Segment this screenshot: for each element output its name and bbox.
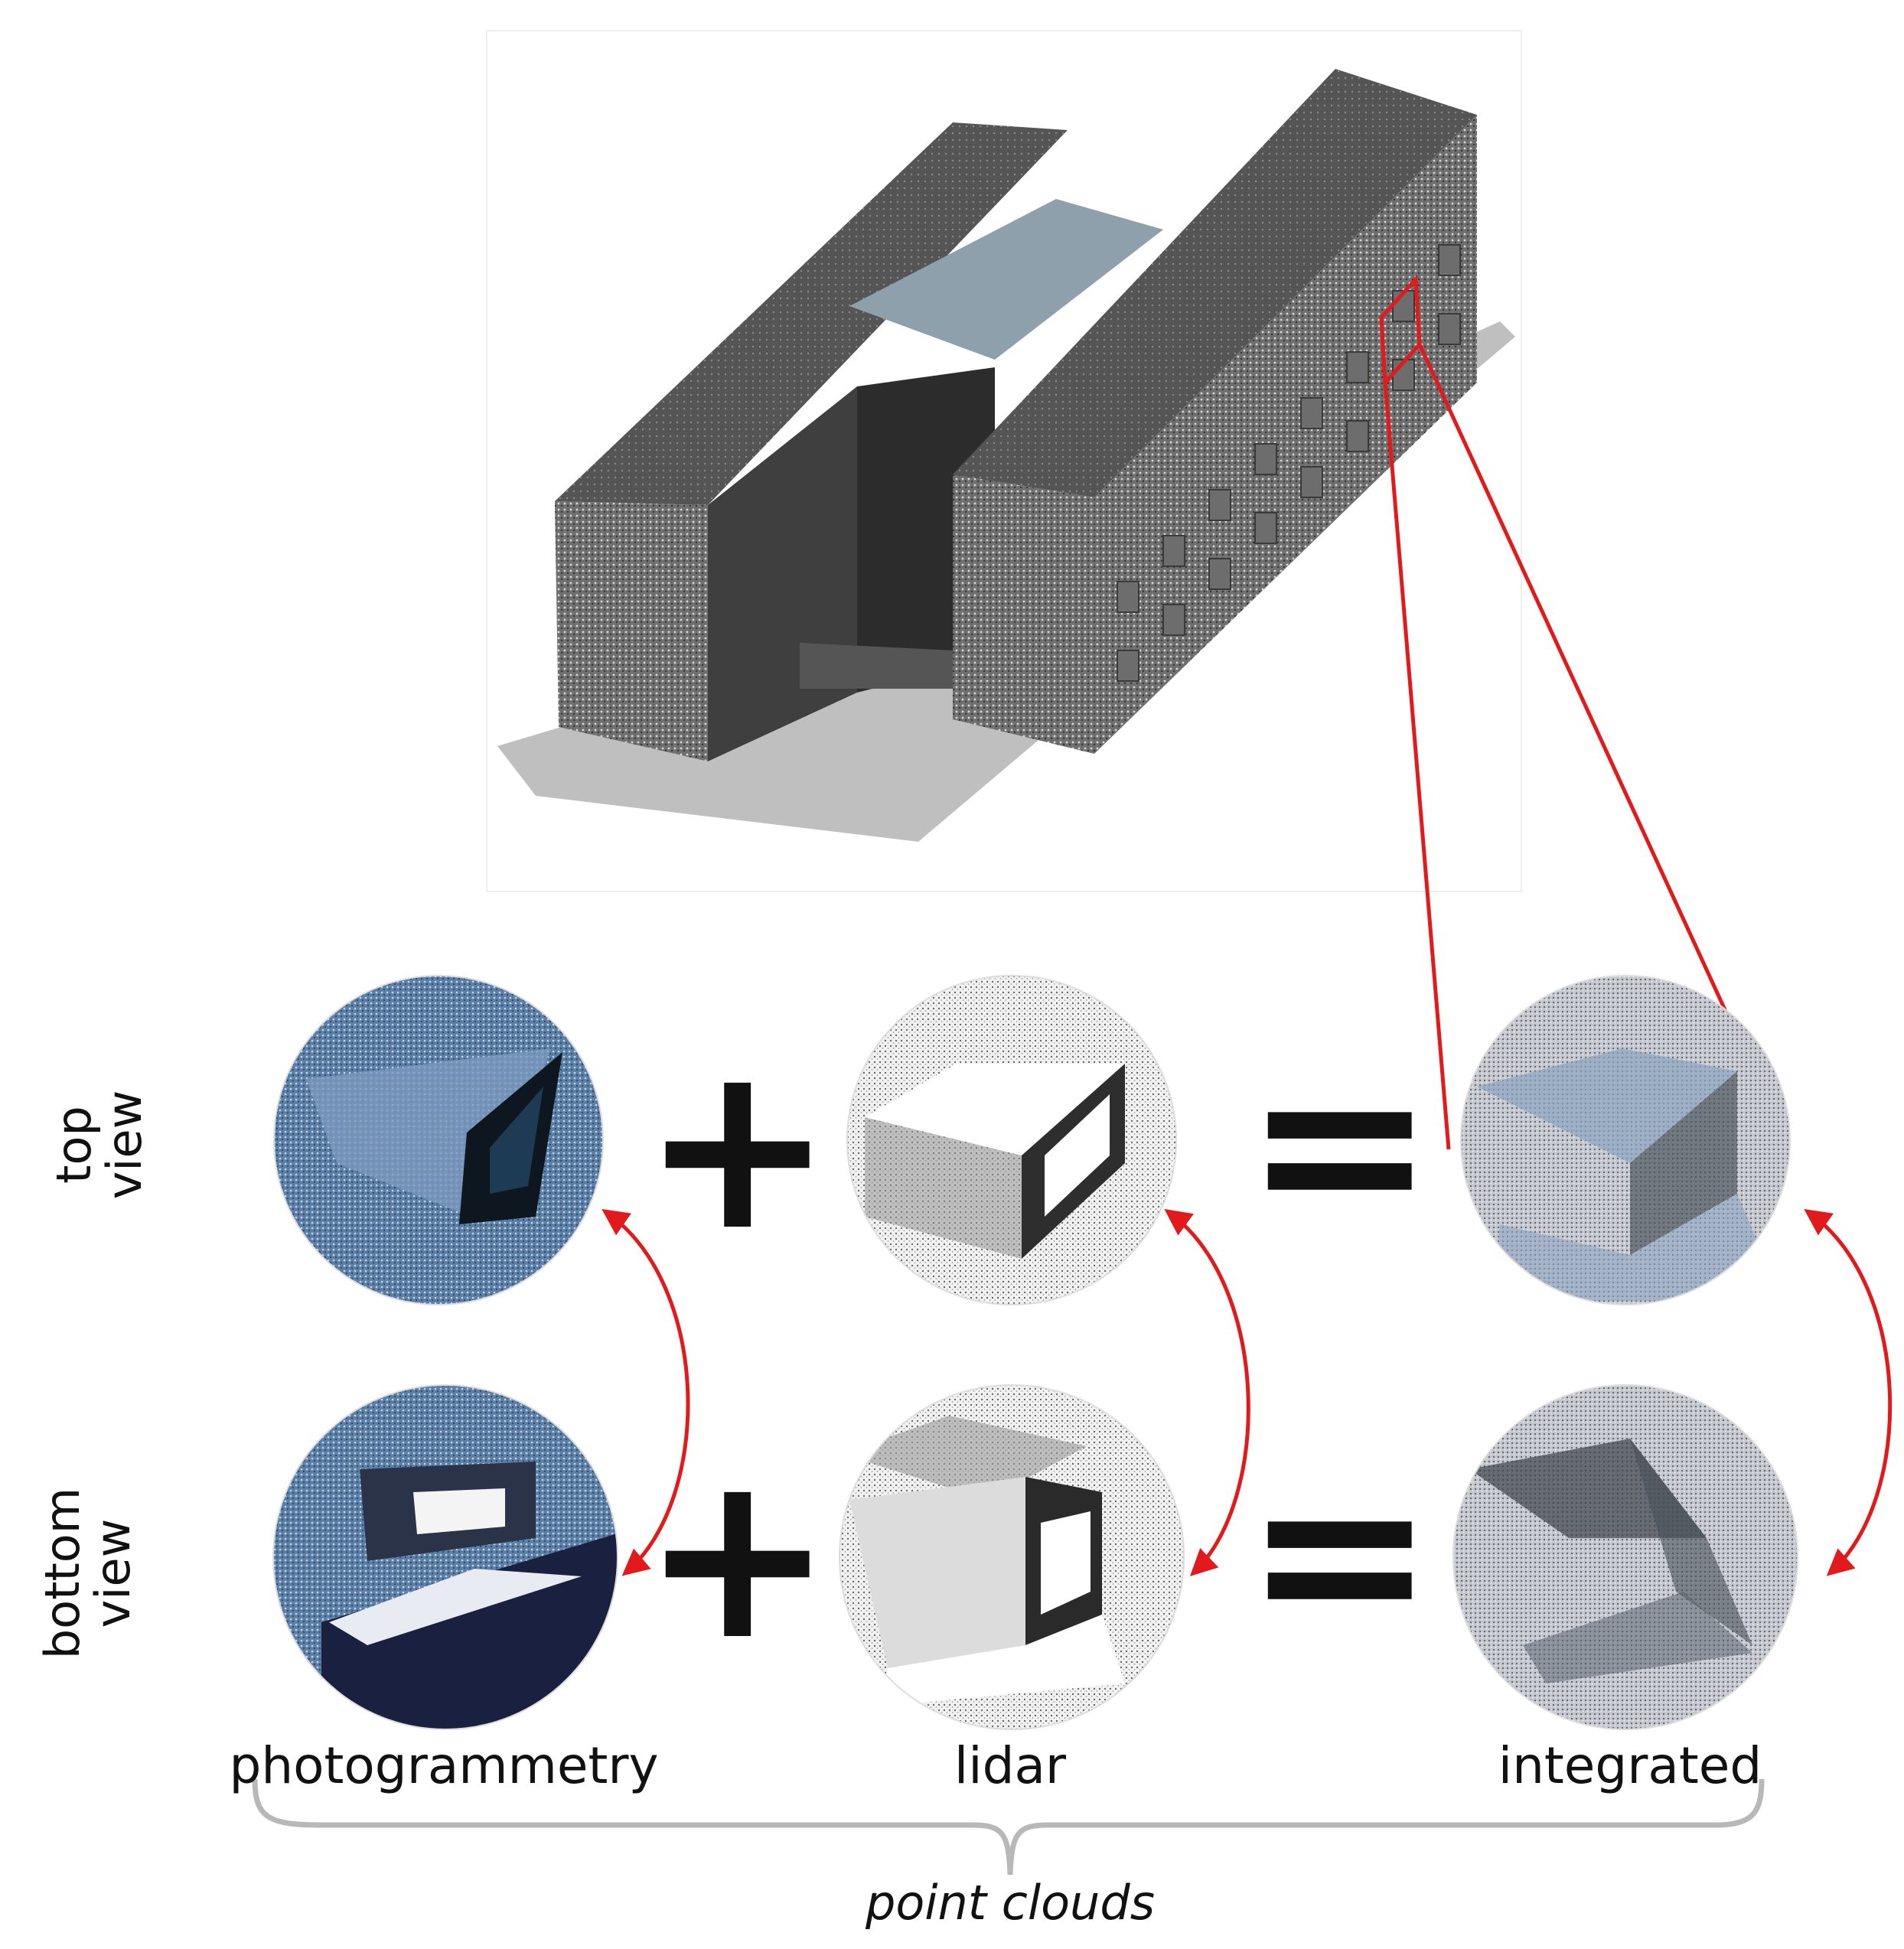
column-label-integrated: integrated	[1498, 1736, 1762, 1795]
thumb-lidar-bottom	[840, 1385, 1184, 1729]
thumb-lidar-top	[847, 976, 1176, 1305]
thumb-outlines	[272, 975, 1798, 1730]
thumb-integrated-bottom	[1453, 1385, 1798, 1729]
equals-operator-bottom: =	[1244, 1419, 1436, 1687]
view-link-arrows	[602, 1208, 1893, 1576]
thumb-integrated-top	[1461, 976, 1790, 1305]
point-clouds-brace	[252, 1778, 1765, 1876]
row-label-top-line1: top	[46, 1106, 102, 1184]
thumb-photogrammetry-bottom	[273, 1385, 618, 1729]
building-point-cloud	[486, 30, 1522, 892]
equals-operator-top: =	[1244, 1010, 1436, 1277]
thumb-photogrammetry-top	[274, 976, 603, 1305]
highlight-callout	[1379, 274, 1738, 1150]
brace-caption: point clouds	[865, 1875, 1156, 1931]
column-label-photogrammetry: photogrammetry	[229, 1736, 659, 1795]
row-label-bottom-line2: view	[85, 1518, 141, 1628]
column-label-lidar: lidar	[954, 1736, 1067, 1795]
plus-operator-top: +	[641, 1014, 834, 1281]
row-label-top: top view	[46, 1045, 152, 1244]
row-label-bottom: bottom view	[34, 1447, 141, 1700]
row-label-bottom-line1: bottom	[34, 1487, 90, 1660]
row-label-top-line2: view	[96, 1090, 152, 1200]
plus-operator-bottom: +	[641, 1423, 834, 1690]
